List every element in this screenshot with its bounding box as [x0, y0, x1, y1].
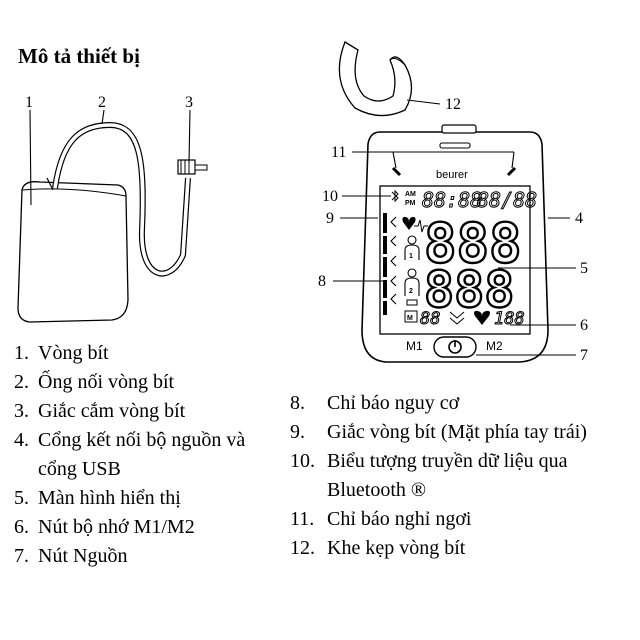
- heart-icon: [402, 216, 416, 230]
- diastolic-display: 888: [424, 261, 514, 319]
- item-text: Ống nối vòng bít: [38, 371, 175, 393]
- callout-11: 11: [331, 144, 346, 161]
- date-display: 88/88: [477, 188, 537, 212]
- item-number: 3.: [14, 400, 29, 422]
- callout-8: 8: [318, 273, 326, 290]
- cuff-clip-drawing: [338, 41, 413, 117]
- list-item: 8. Chỉ báo nguy cơ: [290, 389, 640, 418]
- battery-icon: [406, 299, 418, 306]
- list-item: 10. Biểu tượng truyền dữ liệu qua Bluetoo…: [290, 447, 640, 505]
- cuff-tube: [52, 121, 191, 277]
- right-legend-list: 8. Chỉ báo nguy cơ 9. Giắc vòng bít (Mặt p…: [290, 389, 640, 563]
- item-number: 5.: [14, 487, 29, 509]
- callout-7: 7: [580, 347, 588, 364]
- callout-1: 1: [25, 94, 33, 111]
- chevron-down-icon: [449, 311, 465, 325]
- item-text: Vòng bít: [38, 342, 109, 364]
- callout-10: 10: [322, 188, 338, 205]
- lcd-screen: AM PM 88:88 88/88 1: [379, 185, 538, 335]
- item-text: Khe kẹp vòng bít: [327, 537, 466, 559]
- item-text: Biểu tượng truyền dữ liệu qua Bluetooth …: [327, 450, 568, 501]
- pm-indicator: PM: [405, 200, 416, 207]
- list-item: 3. Giắc cắm vòng bít: [14, 397, 284, 426]
- callout-3: 3: [185, 94, 193, 111]
- item-text: Nút Nguồn: [38, 545, 128, 567]
- list-item: 5. Màn hình hiển thị: [14, 484, 284, 513]
- list-item: 4. Cổng kết nối bộ nguồn và cổng USB: [14, 426, 284, 484]
- list-item: 1. Vòng bít: [14, 339, 284, 368]
- user-1-label: 1: [409, 253, 413, 260]
- systolic-display: 888: [424, 212, 522, 275]
- am-indicator: AM: [405, 191, 416, 198]
- item-text: Giắc vòng bít (Mặt phía tay trái): [327, 421, 587, 443]
- item-number: 2.: [14, 371, 29, 393]
- user-1-icon: [404, 235, 420, 260]
- item-text: Giắc cắm vòng bít: [38, 400, 186, 422]
- item-number: 11.: [290, 508, 315, 530]
- item-number: 9.: [290, 421, 305, 443]
- memory-icon-letter: M: [407, 315, 413, 322]
- list-item: 9. Giắc vòng bít (Mặt phía tay trái): [290, 418, 640, 447]
- memory-value-display: 88: [420, 309, 440, 329]
- m1-label: M1: [406, 339, 423, 353]
- item-number: 6.: [14, 516, 29, 538]
- pulse-value-display: 188: [494, 309, 525, 329]
- item-number: 8.: [290, 392, 305, 414]
- list-item: 2. Ống nối vòng bít: [14, 368, 284, 397]
- ecg-icon: [414, 219, 428, 233]
- item-text: Chỉ báo nghỉ ngơi: [327, 508, 472, 530]
- callout-5: 5: [580, 260, 588, 277]
- item-number: 12.: [290, 537, 315, 559]
- power-button[interactable]: [448, 340, 462, 354]
- memory-icon: [404, 310, 418, 323]
- callout-4: 4: [575, 210, 583, 227]
- pulse-heart-icon: [474, 310, 490, 325]
- page-title: Mô tả thiết bị: [18, 44, 140, 68]
- list-item: 11. Chỉ báo nghỉ ngơi: [290, 505, 640, 534]
- user-2-icon: [404, 268, 420, 296]
- time-display: 88:88: [422, 188, 482, 212]
- bluetooth-icon: [391, 189, 399, 203]
- callout-2: 2: [98, 94, 106, 111]
- list-item: 6. Nút bộ nhớ M1/M2: [14, 513, 284, 542]
- item-number: 7.: [14, 545, 29, 567]
- callout-9: 9: [326, 210, 334, 227]
- callout-6: 6: [580, 317, 588, 334]
- cuff-plug: [177, 159, 208, 175]
- brand-logo: beurer: [436, 169, 468, 181]
- item-number: 4.: [14, 429, 29, 451]
- cuff-drawing: [17, 177, 129, 323]
- item-text: Chỉ báo nguy cơ: [327, 392, 460, 414]
- list-item: 12. Khe kẹp vòng bít: [290, 534, 640, 563]
- left-legend-list: 1. Vòng bít 2. Ống nối vòng bít 3. Giắc cắm…: [14, 339, 284, 571]
- list-item: 7. Nút Nguồn: [14, 542, 284, 571]
- m2-label: M2: [486, 339, 503, 353]
- user-2-label: 2: [409, 288, 413, 295]
- item-text: Cổng kết nối bộ nguồn và cổng USB: [38, 429, 246, 480]
- risk-indicator-bars: [383, 213, 387, 315]
- item-number: 1.: [14, 342, 29, 364]
- item-number: 10.: [290, 450, 315, 472]
- item-text: Màn hình hiển thị: [38, 487, 181, 509]
- risk-arrows: [390, 216, 397, 305]
- callout-12: 12: [445, 96, 461, 113]
- item-text: Nút bộ nhớ M1/M2: [38, 516, 195, 538]
